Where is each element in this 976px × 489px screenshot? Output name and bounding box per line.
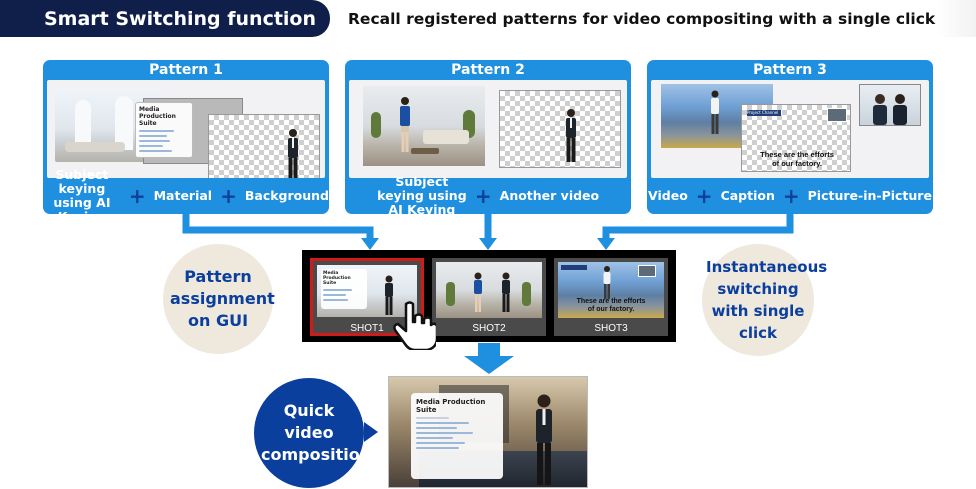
pattern-3-title: Pattern 3: [753, 62, 827, 78]
pattern-2-title: Pattern 2: [451, 62, 525, 78]
result-panel-title: Media Production Suite: [416, 398, 486, 414]
pattern-1-title: Pattern 1: [149, 62, 223, 78]
plus-icon: +: [782, 184, 800, 208]
pattern-2-components: Subject keying using AI Keying + Another…: [345, 174, 631, 217]
shot-1-button[interactable]: Media Production Suite SHOT1: [310, 258, 424, 336]
pattern-3-components: Video + Caption + Picture-in-Picture: [647, 178, 933, 214]
pattern-1-item-keying: Subject keying using AI Keying: [53, 167, 111, 224]
plus-icon: +: [695, 184, 713, 208]
pattern-3-item-video: Video: [648, 188, 688, 203]
shot-3-button[interactable]: These are the efforts of our factory. SH…: [554, 258, 668, 336]
shot-selector: Media Production Suite SHOT1: [302, 250, 676, 342]
instant-switching-bubble: Instantaneous switching with single clic…: [702, 244, 827, 356]
presenter-figure: [400, 97, 410, 152]
presenter-figure: [474, 272, 482, 312]
pattern-1-panel-title: Media Production Suite: [139, 106, 176, 127]
function-title: Smart Switching function: [0, 0, 330, 37]
pattern-3-illustration: Project Channel These are the efforts of…: [651, 80, 929, 178]
presenter-figure: [603, 266, 611, 299]
presenter-figure: [285, 128, 301, 178]
pattern-3-caption: These are the efforts of our factory.: [760, 150, 834, 168]
pattern-3-item-pip: Picture-in-Picture: [807, 188, 932, 203]
plus-icon: +: [220, 184, 237, 208]
pattern-2-item-video: Another video: [499, 188, 600, 203]
presenter-figure: [711, 90, 719, 134]
shot-1-label: SHOT1: [350, 323, 384, 334]
presenter-figure: [502, 272, 510, 312]
shot-2-button[interactable]: SHOT2: [432, 258, 546, 336]
shot-3-caption: These are the efforts of our factory.: [576, 298, 646, 313]
pattern-assignment-bubble: Pattern assignment on GUI: [163, 244, 275, 354]
presenter-figure: [566, 109, 576, 162]
result-composite-video: Media Production Suite: [388, 376, 588, 488]
plus-icon: +: [128, 184, 146, 208]
function-subtitle: Recall registered patterns for video com…: [330, 0, 976, 37]
pattern-3-caption-label: Project Channel: [747, 110, 781, 116]
presenter-figure: [385, 275, 393, 315]
plus-icon: +: [474, 184, 492, 208]
pattern-1-card: Pattern 1 Media Production Suite: [43, 60, 329, 224]
presenter-figure: [536, 394, 552, 485]
shot-2-label: SHOT2: [472, 323, 506, 334]
pattern-1-item-material: Material: [153, 188, 213, 203]
pattern-2-card: Pattern 2 Subject keying using AI: [345, 60, 631, 217]
pattern-1-item-background: Background: [244, 188, 329, 203]
pattern-2-illustration: [349, 80, 627, 178]
pattern-3-item-caption: Caption: [720, 188, 775, 203]
pattern-1-components: Subject keying using AI Keying + Materia…: [43, 168, 329, 224]
pip-people: [873, 94, 907, 125]
pattern-2-item-keying: Subject keying using AI Keying: [377, 174, 467, 217]
pattern-1-illustration: Media Production Suite: [47, 80, 325, 178]
quick-composition-bubble: Quick video composition: [254, 378, 371, 488]
hand-pointer-icon: [393, 301, 436, 350]
pattern-3-card: Pattern 3 Project Channel These are the …: [647, 60, 933, 214]
shot-3-label: SHOT3: [594, 323, 628, 334]
